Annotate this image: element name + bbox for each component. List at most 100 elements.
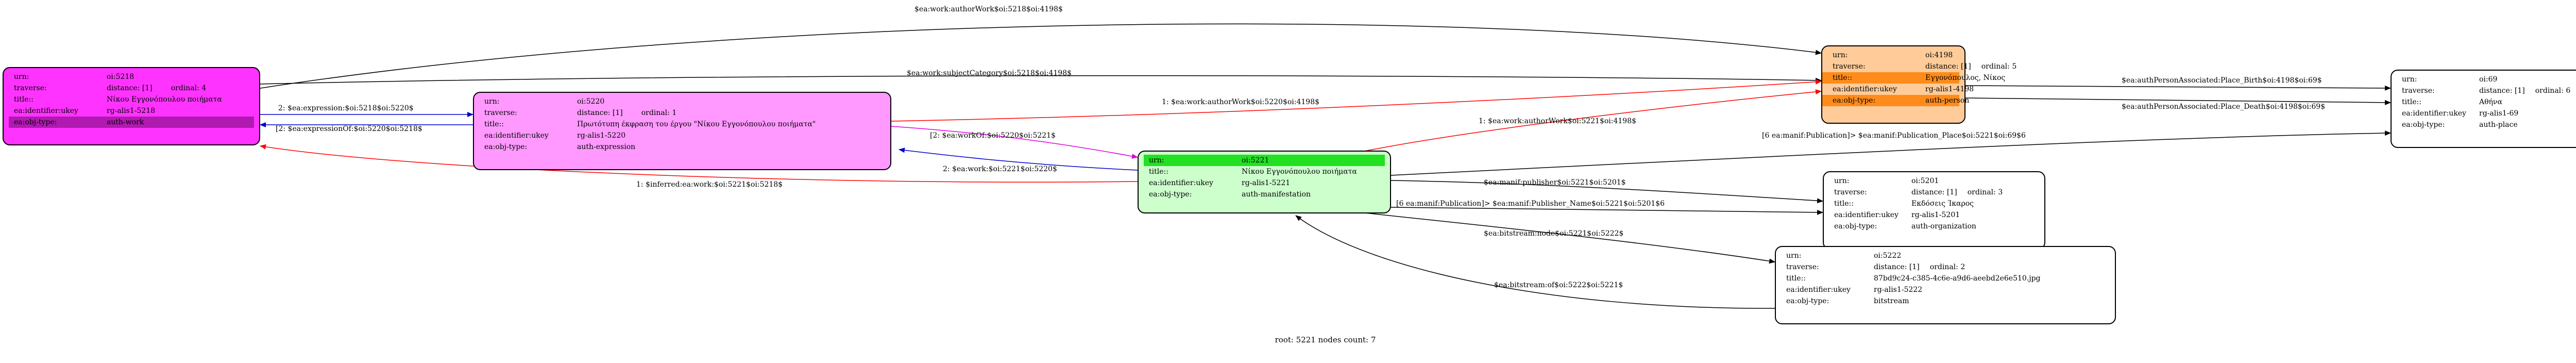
graph-footer: root: 5221 nodes count: 7 [1275, 335, 1376, 344]
urn-value: oi:4198 [1925, 51, 1953, 59]
traverse-value: distance: [1] [577, 109, 623, 117]
edge-4198-69-death [1965, 97, 2391, 105]
urn-key: urn: [1786, 252, 1802, 260]
urn-value: oi:5201 [1911, 177, 1939, 185]
urn-value: oi:5222 [1874, 252, 1902, 260]
traverse-key: traverse: [484, 109, 517, 117]
title-value: 87bd9c24-c385-4c6e-a9d6-aeebd2e6e510.jpg [1874, 274, 2041, 283]
ordinal-value: ordinal: 3 [1967, 188, 2003, 196]
urn-value: oi:69 [2479, 75, 2498, 84]
edge-label-5222-5221-of: $ea:bitstream:of$oi:5222$oi:5221$ [1494, 281, 1623, 289]
title-key: title:: [14, 95, 33, 104]
urn-key: urn: [14, 73, 29, 81]
type-value: auth-person [1925, 96, 1970, 105]
traverse-value: distance: [1] [2479, 87, 2525, 95]
edge-5221-5201-publisher [1391, 180, 1823, 204]
node-row-traverse: traverse:distance: [1]ordinal: 1 [484, 107, 885, 119]
ukey-value: rg-alis1-69 [2479, 109, 2519, 118]
title-key: title:: [2402, 98, 2421, 106]
urn-value: oi:5221 [1242, 156, 1269, 164]
edge-label-5220-5218-expressionof: [2: $ea:expressionOf:$oi:5220$oi:5218$ [276, 125, 422, 133]
node-row-traverse: traverse: distance: [1] ordinal: 5 [1833, 61, 2016, 72]
ordinal-value: ordinal: 6 [2535, 87, 2571, 95]
ordinal-value: ordinal: 4 [171, 84, 207, 92]
ukey-key: ea:identifier:ukey [1149, 179, 1213, 187]
edge-label-5218-4198-subject: $ea:work:subjectCategory$oi:5218$oi:4198… [907, 69, 1072, 77]
node-5201[interactable]: urn:oi:5201 traverse:distance: [1]ordina… [1823, 171, 2045, 250]
ukey-key: ea:identifier:ukey [14, 107, 78, 115]
node-row-type: ea:obj-type:bitstream [1786, 295, 2110, 307]
node-row-type: ea:obj-type:auth-manifestation [1149, 189, 1385, 200]
edge-5221-5220-work [899, 147, 1138, 171]
type-key: ea:obj-type: [2402, 121, 2445, 129]
node-row-urn: urn:oi:5221 [1144, 155, 1385, 166]
edge-label-5218-5220-expression: 2: $ea:expression:$oi:5218$oi:5220$ [278, 104, 414, 112]
node-row-traverse: traverse:distance: [1]ordinal: 2 [1786, 261, 2110, 273]
node-row-title: title::Νίκου Εγγονόπουλου ποιήματα [14, 94, 254, 105]
title-value: Νίκου Εγγονόπουλου ποιήματα [107, 95, 222, 104]
traverse-key: traverse: [1833, 62, 1866, 71]
edge-5221-5222-node [1365, 212, 1775, 264]
edge-label-5221-5218-inferred: 1: $inferred:ea:work:$oi:5221$oi:5218$ [636, 180, 783, 189]
edge-label-5220-4198-authorwork: 1: $ea:work:authorWork$oi:5220$oi:4198$ [1162, 98, 1319, 106]
node-5221[interactable]: urn:oi:5221 title::Νίκου Εγγονόπουλου πο… [1138, 151, 1391, 213]
node-row-urn: urn:oi:4198 [1833, 50, 1959, 61]
title-key: title:: [1833, 74, 1852, 82]
traverse-value: distance: [1] [107, 84, 152, 92]
ukey-key: ea:identifier:ukey [2402, 109, 2466, 118]
node-row-title: title::Εκδόσεις Ίκαρος [1834, 198, 2039, 209]
node-row-traverse: traverse:distance: [1]ordinal: 4 [14, 82, 254, 94]
urn-key: urn: [484, 97, 500, 106]
type-value: auth-expression [577, 143, 636, 151]
title-value: Πρωτότυπη έκφραση του έργου "Νίκου Εγγον… [577, 120, 816, 128]
node-row-traverse: traverse:distance: [1]ordinal: 3 [1834, 187, 2039, 198]
edge-label-5221-69-publication: [6 ea:manif:Publication]> $ea:manif:Publ… [1762, 131, 2026, 140]
ukey-key: ea:identifier:ukey [1786, 286, 1851, 294]
node-5218[interactable]: urn:oi:5218 traverse:distance: [1]ordina… [3, 67, 260, 145]
edge-label-5221-5220-work: 2: $ea:work:$oi:5221$oi:5220$ [943, 165, 1057, 173]
urn-key: urn: [2402, 75, 2417, 84]
type-key: ea:obj-type: [14, 118, 57, 126]
ukey-value: rg-alis1-5220 [577, 131, 626, 140]
type-value: auth-organization [1911, 222, 1976, 230]
edge-label-5221-5201-publishername: [6 ea:manif:Publication]> $ea:manif:Publ… [1396, 200, 1665, 208]
node-row-title: title::Πρωτότυπη έκφραση του έργου "Νίκο… [484, 119, 885, 130]
ordinal-value: ordinal: 5 [1981, 62, 2017, 71]
ukey-value: rg-alis1-5218 [107, 107, 156, 115]
edge-label-5221-4198-authorwork: 1: $ea:work:authorWork$oi:5221$oi:4198$ [1479, 117, 1636, 125]
edge-label-5221-5222-node: $ea:bitstream:node$oi:5221$oi:5222$ [1484, 229, 1623, 238]
node-row-type: ea:obj-type:auth-place [2402, 119, 2576, 130]
title-value: Εκδόσεις Ίκαρος [1911, 200, 1974, 208]
edge-5221-5201-publishername [1391, 207, 1823, 215]
node-69[interactable]: urn: oi:69 traverse: distance: [1] ordinal:… [2391, 70, 2576, 148]
node-5222[interactable]: urn: oi:5222 traverse:distance: [1]ordina… [1775, 246, 2116, 324]
edge-5221-69-publication [1391, 130, 2391, 176]
node-5220[interactable]: urn:oi:5220 traverse:distance: [1]ordina… [473, 92, 891, 170]
edge-5218-4198-authorwork [247, 23, 1822, 91]
traverse-value: distance: [1] [1925, 62, 1971, 71]
traverse-key: traverse: [2402, 87, 2435, 95]
title-value: Εγγονόπουλος, Νίκος [1925, 74, 2006, 82]
node-row-title: title::Εγγονόπουλος, Νίκος [1822, 72, 2005, 84]
urn-value: oi:5220 [577, 97, 605, 106]
edge-5221-5218-inferred [260, 144, 1138, 183]
node-row-type: ea:obj-type:auth-person [1822, 95, 1969, 106]
node-row-title: title::Αθήνα [2402, 96, 2576, 108]
title-value: Αθήνα [2479, 98, 2502, 106]
edge-label-5218-4198-authorwork: $ea:work:authorWork$oi:5218$oi:4198$ [914, 5, 1063, 13]
type-key: ea:obj-type: [1149, 190, 1192, 199]
node-row-type: ea:obj-type:auth-expression [484, 141, 885, 153]
node-4198[interactable]: urn:oi:4198 traverse: distance: [1] ordina… [1821, 45, 2016, 124]
node-row-urn: urn: oi:69 [2402, 74, 2576, 85]
node-row-traverse: traverse: distance: [1] ordinal: 6 [2402, 85, 2576, 96]
node-row-urn: urn: oi:5220 [484, 96, 885, 107]
ukey-key: ea:identifier:ukey [1834, 211, 1899, 219]
title-key: title:: [1149, 168, 1168, 176]
node-row-ukey: ea:identifier:ukey rg-alis1-5218 [14, 105, 254, 117]
ukey-value: rg-alis1-5221 [1242, 179, 1291, 187]
title-value: Νίκου Εγγονόπουλου ποιήματα [1242, 168, 1357, 176]
